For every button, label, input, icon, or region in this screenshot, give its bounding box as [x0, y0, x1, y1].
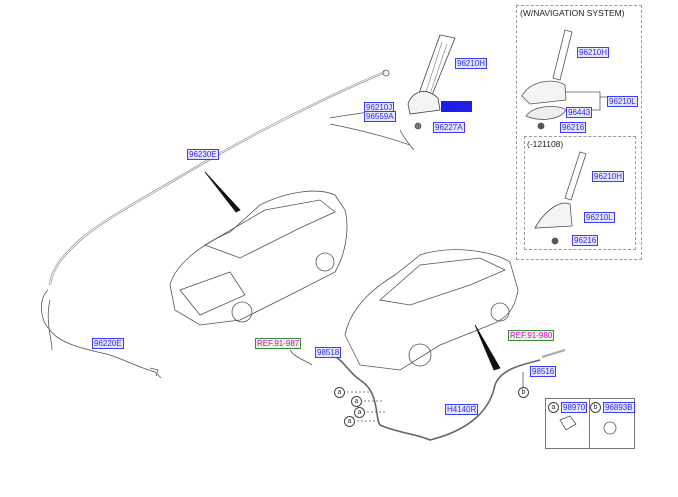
part-label-old-96210H[interactable]: 96210H: [592, 171, 625, 182]
part-label-96227A[interactable]: 96227A: [433, 122, 465, 133]
legend-letter-b: b: [590, 402, 601, 413]
part-label-nav-96210L[interactable]: 96210L: [607, 96, 638, 107]
navigation-variant-box: [516, 5, 642, 260]
part-label-nav-96210H[interactable]: 96210H: [577, 47, 610, 58]
callout-legend-table: [545, 398, 635, 449]
callout-a: a: [351, 396, 362, 407]
part-label-96559A[interactable]: 96559A: [364, 111, 396, 122]
legend-letter-a: a: [548, 402, 559, 413]
part-label-96230E[interactable]: 96230E: [187, 149, 219, 160]
part-label-96210F-selected[interactable]: 96210F: [441, 101, 473, 112]
part-label-old-96210L[interactable]: 96210L: [584, 212, 615, 223]
callout-a: a: [334, 387, 345, 398]
callout-a: a: [354, 407, 365, 418]
ref-link-91-980[interactable]: REF.91-980: [508, 330, 555, 341]
callout-b: b: [518, 387, 529, 398]
part-label-98518[interactable]: 98518: [315, 347, 342, 358]
part-label-98516[interactable]: 98516: [530, 366, 557, 377]
part-label-nav-96216[interactable]: 96216: [560, 122, 587, 133]
front-car-illustration: [169, 190, 348, 326]
legend-part-96893B[interactable]: 96893B: [603, 402, 635, 413]
rear-car-illustration: [344, 249, 519, 371]
legend-part-98970[interactable]: 98970: [561, 402, 588, 413]
part-label-nav-96443[interactable]: 96443: [566, 107, 593, 118]
part-label-old-96216[interactable]: 96216: [572, 235, 599, 246]
callout-a: a: [344, 416, 355, 427]
ref-link-91-987[interactable]: REF.91-987: [255, 338, 302, 349]
part-label-96220E[interactable]: 96220E: [92, 338, 124, 349]
old-variant-box: [524, 136, 636, 250]
part-label-H4140R[interactable]: H4140R: [445, 404, 479, 415]
old-variant-title: (-121108): [527, 139, 564, 149]
part-label-96210H[interactable]: 96210H: [455, 58, 488, 69]
navigation-variant-title: (W/NAVIGATION SYSTEM): [520, 8, 625, 18]
